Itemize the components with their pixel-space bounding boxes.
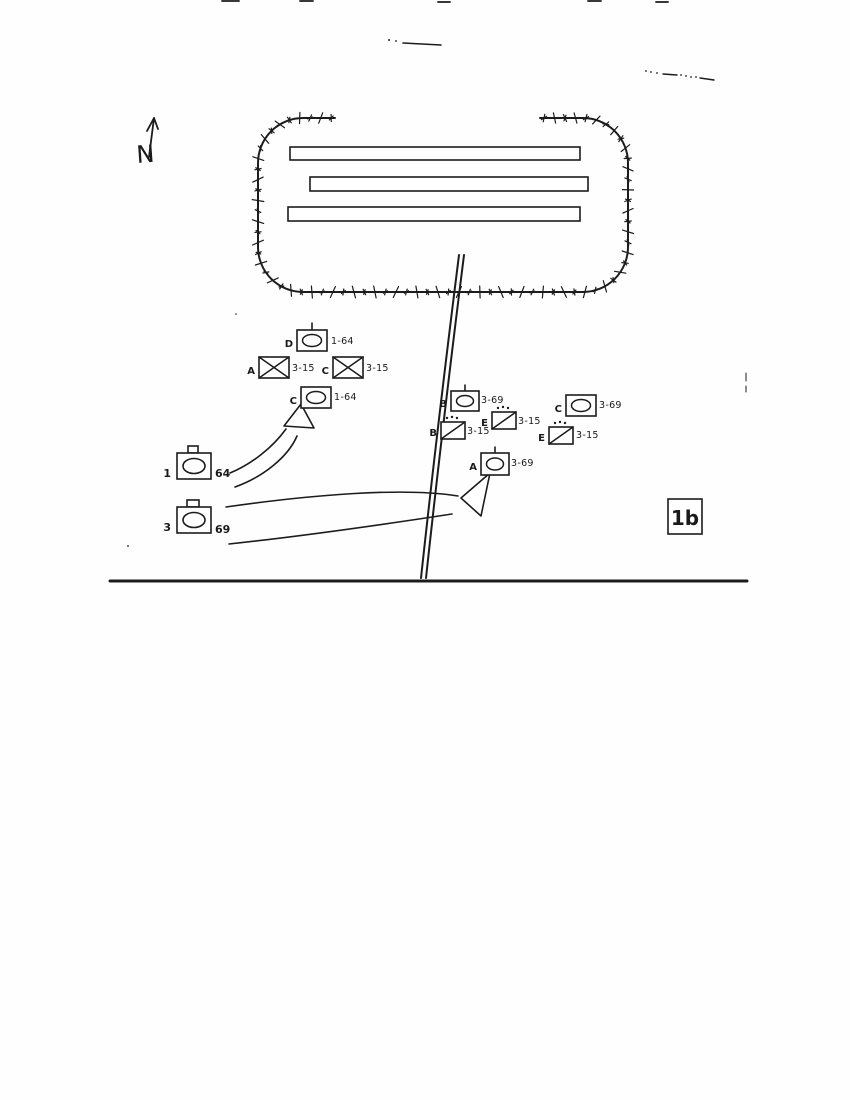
battalion-size-mark xyxy=(187,445,199,454)
arrow-2-head xyxy=(460,472,491,517)
infantry-x-icon xyxy=(258,356,290,379)
unit-letter: B xyxy=(429,428,437,439)
unit-number: 1-64 xyxy=(334,392,357,403)
perimeter-hatching xyxy=(251,111,635,299)
unit-number: 3-15 xyxy=(576,430,599,441)
unit-symbols: D 1-64 A 3-15 C 3-15 C 1-64 B 3-69 xyxy=(163,322,622,536)
unit-symbol-c-3-69: C 3-69 xyxy=(555,394,622,417)
unit-number: 3-15 xyxy=(518,416,541,427)
unit-number: 69 xyxy=(215,523,230,536)
north-arrow: N xyxy=(135,117,159,169)
unit-symbol-a-3-15: A 3-15 xyxy=(247,356,315,379)
armor-oval-icon xyxy=(305,390,327,405)
mech-slash-icon xyxy=(491,411,517,430)
unit-number: 64 xyxy=(215,467,231,480)
arrow-1-edge xyxy=(234,435,298,488)
figure-label: 1b xyxy=(671,506,699,530)
unit-number: 3-69 xyxy=(599,400,622,411)
battalion-size-mark xyxy=(186,499,200,508)
scan-artifacts xyxy=(127,0,747,547)
road xyxy=(420,254,465,579)
unit-number: 3-15 xyxy=(467,426,490,437)
unit-letter: 1 xyxy=(163,467,171,480)
unit-symbol-b-3-15: B 3-15 xyxy=(429,415,490,440)
unit-symbol-d-1-64: D 1-64 xyxy=(285,322,354,352)
infantry-x-icon xyxy=(332,356,364,379)
unit-number: 3-69 xyxy=(511,458,534,469)
unit-letter: E xyxy=(538,433,545,444)
unit-letter: B xyxy=(439,399,447,410)
unit-number: 3-69 xyxy=(481,395,504,406)
unit-number: 1-64 xyxy=(331,336,354,347)
arrow-2-edge xyxy=(228,513,453,545)
unit-letter: C xyxy=(322,366,329,377)
movement-arrows xyxy=(225,403,491,545)
armor-oval-icon xyxy=(570,398,592,413)
unit-symbol-b-3-69: B 3-69 xyxy=(439,384,504,412)
armor-oval-icon xyxy=(182,457,206,475)
mech-slash-icon xyxy=(548,426,574,445)
unit-letter: 3 xyxy=(163,521,171,534)
unit-symbol-1-64-battalion: 1 64 xyxy=(163,445,231,480)
unit-symbol-3-69-battalion: 3 69 xyxy=(163,499,230,536)
unit-symbol-e-3-15: E 3-15 xyxy=(481,405,541,430)
mech-slash-icon xyxy=(440,421,466,440)
unit-letter: A xyxy=(247,366,255,377)
unit-symbol-e2-3-15: E 3-15 xyxy=(538,420,599,445)
armor-oval-icon xyxy=(182,511,206,529)
armor-oval-icon xyxy=(455,394,475,408)
figure-label-box: 1b xyxy=(667,498,703,535)
arrow-1-head xyxy=(283,403,315,429)
unit-letter: D xyxy=(285,339,293,350)
unit-symbol-c-1-64: C 1-64 xyxy=(290,386,357,409)
unit-letter: A xyxy=(469,462,477,473)
north-label: N xyxy=(135,140,155,169)
unit-symbol-c-3-15: C 3-15 xyxy=(322,356,389,379)
armor-oval-icon xyxy=(485,457,505,471)
arrow-1-edge xyxy=(229,428,287,474)
unit-number: 3-15 xyxy=(366,363,389,374)
unit-symbol-a-3-69: A 3-69 xyxy=(469,446,534,476)
perimeter-enclosure xyxy=(251,111,635,299)
perimeter-line xyxy=(257,117,629,293)
position-bar-2 xyxy=(309,176,589,192)
arrow-2-edge xyxy=(225,491,459,508)
unit-letter: E xyxy=(481,418,488,429)
position-bar-3 xyxy=(287,206,581,222)
armor-oval-icon xyxy=(301,333,323,348)
unit-letter: C xyxy=(555,404,562,415)
unit-letter: C xyxy=(290,396,297,407)
position-bar-1 xyxy=(289,146,581,161)
unit-number: 3-15 xyxy=(292,363,315,374)
